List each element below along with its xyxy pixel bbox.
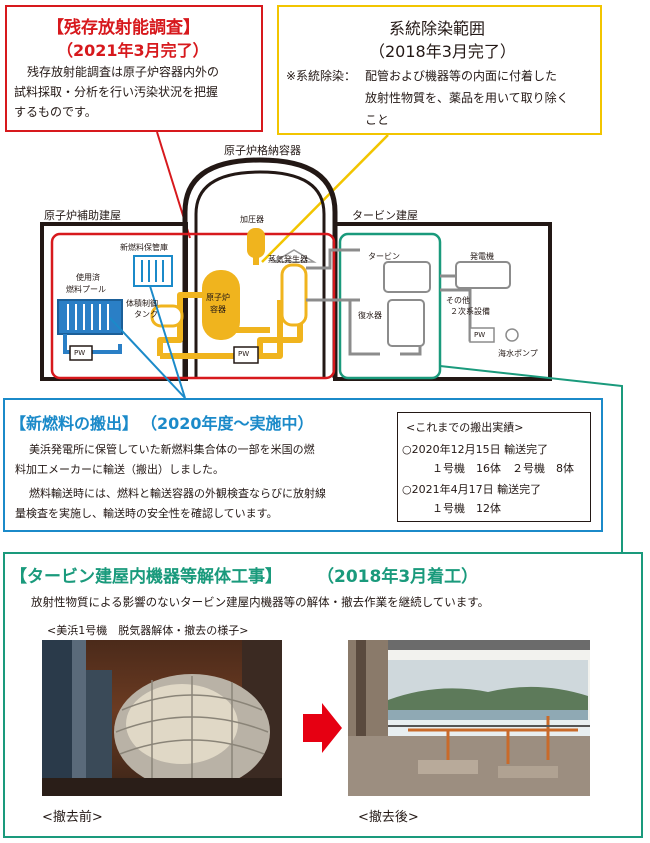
containment-dome-outer [182, 157, 338, 378]
decontamination-box: 系統除染範囲 （2018年3月完了） ※系統除染： 配管および機器等の内面に付着… [277, 5, 602, 135]
decontamination-line1: 配管および機器等の内面に付着した [365, 69, 558, 83]
turbine-dismantle-date: （2018年3月着工） [317, 567, 479, 587]
decontamination-note-label: ※系統除染： [286, 69, 357, 83]
new-fuel-line4: 量検査を実施し、輸送時の安全性を確認しています。 [15, 507, 278, 520]
newfuel-callout-line-1 [149, 285, 186, 399]
after-caption: <撤去後> [358, 810, 419, 825]
turbine-dismantle-title: 【タービン建屋内機器等解体工事】 [10, 567, 282, 587]
turbine-building-label: タービン建屋 [352, 209, 418, 222]
seawater-pump-shape [505, 328, 519, 342]
new-fuel-line1: 美浜発電所に保管していた新燃料集合体の一部を米国の燃 [29, 443, 315, 456]
photo-caption: <美浜1号機 脱気器解体・撤去の様子> [47, 624, 249, 637]
turbine-callout-line [439, 365, 623, 552]
new-fuel-box: 【新燃料の搬出】 （2020年度～実施中） 美浜発電所に保管していた新燃料集合体… [3, 398, 603, 532]
generator-shape [455, 261, 511, 289]
containment-label: 原子炉格納容器 [224, 144, 301, 157]
decon-range-red [50, 232, 336, 380]
turbine-label: タービン [368, 252, 400, 261]
reactor-vessel-label-2: 容器 [210, 305, 226, 314]
spent-fuel-pool-label-2: 燃料プール [66, 285, 106, 294]
secondary-pump-mark: PW [474, 331, 486, 339]
pool-pump-mark: PW [74, 349, 86, 357]
before-photo [42, 640, 282, 796]
new-fuel-storage-label: 新燃料保管庫 [120, 243, 168, 252]
aux-building-label: 原子炉補助建屋 [44, 209, 121, 222]
volume-control-tank-label-1: 体積制御 [126, 299, 158, 308]
primary-pump-shape [233, 346, 259, 364]
shipment-record-title: <これまでの搬出実績> [406, 421, 524, 434]
before-caption: <撤去前> [42, 810, 103, 825]
shipment-record2-date: ○2021年4月17日 輸送完了 [402, 483, 542, 496]
secondary-pump-shape [469, 327, 495, 343]
condenser-shape [387, 299, 425, 347]
decontamination-date: （2018年3月完了） [369, 42, 516, 61]
condenser-label: 復水器 [358, 311, 382, 320]
volume-control-tank-label-2: タンク [134, 310, 158, 319]
spent-fuel-pool-label-1: 使用済 [76, 273, 100, 282]
arrow-right-icon [303, 703, 342, 753]
new-fuel-line3: 燃料輸送時には、燃料と輸送容器の外観検査ならびに放射線 [29, 487, 326, 500]
shipment-record1-detail: １号機 16体 ２号機 8体 [432, 462, 574, 475]
decontamination-line2: 放射性物質を、薬品を用いて取り除く [365, 91, 569, 105]
new-fuel-date: （2020年度～実施中） [141, 414, 314, 433]
reactor-vessel-shape [202, 270, 240, 340]
volume-control-tank-shape [150, 304, 184, 328]
steam-generator-shape [280, 263, 308, 327]
secondary-equipment-label-2: ２次系設備 [450, 307, 490, 316]
pool-pump-shape [69, 345, 93, 361]
new-fuel-title: 【新燃料の搬出】 [10, 414, 139, 433]
decon-callout-line [261, 134, 389, 263]
decontamination-line3: こと [365, 113, 390, 127]
generator-label: 発電機 [470, 252, 494, 261]
seawater-pump-label: 海水ポンプ [498, 349, 538, 358]
turbine-dismantle-box: 【タービン建屋内機器等解体工事】 （2018年3月着工） 放射性物質による影響の… [3, 552, 643, 838]
primary-pump-mark: PW [238, 350, 250, 358]
residual-survey-line3: するものです。 [14, 105, 97, 119]
reactor-vessel-label-1: 原子炉 [206, 293, 230, 302]
shipment-record2-detail: １号機 12体 [432, 502, 501, 515]
decontamination-title: 系統除染範囲 [389, 19, 486, 38]
containment-dome-inner [194, 170, 326, 378]
newfuel-callout-line-2 [109, 317, 186, 399]
shipment-record-box: <これまでの搬出実績> ○2020年12月15日 輸送完了 １号機 16体 ２号… [397, 412, 591, 522]
pressurizer-shape [247, 228, 265, 258]
secondary-equipment-label-1: その他 [446, 296, 470, 305]
shipment-record1-date: ○2020年12月15日 輸送完了 [402, 443, 549, 456]
residual-survey-title: 【残存放射能調査】 [47, 18, 200, 38]
new-fuel-line2: 料加工メーカーに輸送（搬出）しました。 [15, 463, 224, 476]
steam-generator-label: 蒸気発生器 [268, 255, 308, 264]
pressurizer-label: 加圧器 [240, 215, 264, 224]
residual-survey-line2: 試料採取・分析を行い汚染状況を把握 [14, 85, 219, 99]
turbine-range-green [338, 232, 442, 380]
after-photo [348, 640, 590, 796]
turbine-shape [383, 261, 431, 293]
turbine-dismantle-desc: 放射性物質による影響のないタービン建屋内機器等の解体・撤去作業を継続しています。 [31, 595, 490, 609]
residual-survey-box: 【残存放射能調査】 （2021年3月完了） 残存放射能調査は原子炉容器内外の 試… [5, 5, 263, 132]
new-fuel-storage-shape [133, 255, 173, 287]
residual-survey-line1: 残存放射能調査は原子炉容器内外の [27, 65, 220, 79]
residual-survey-date: （2021年3月完了） [57, 41, 209, 60]
